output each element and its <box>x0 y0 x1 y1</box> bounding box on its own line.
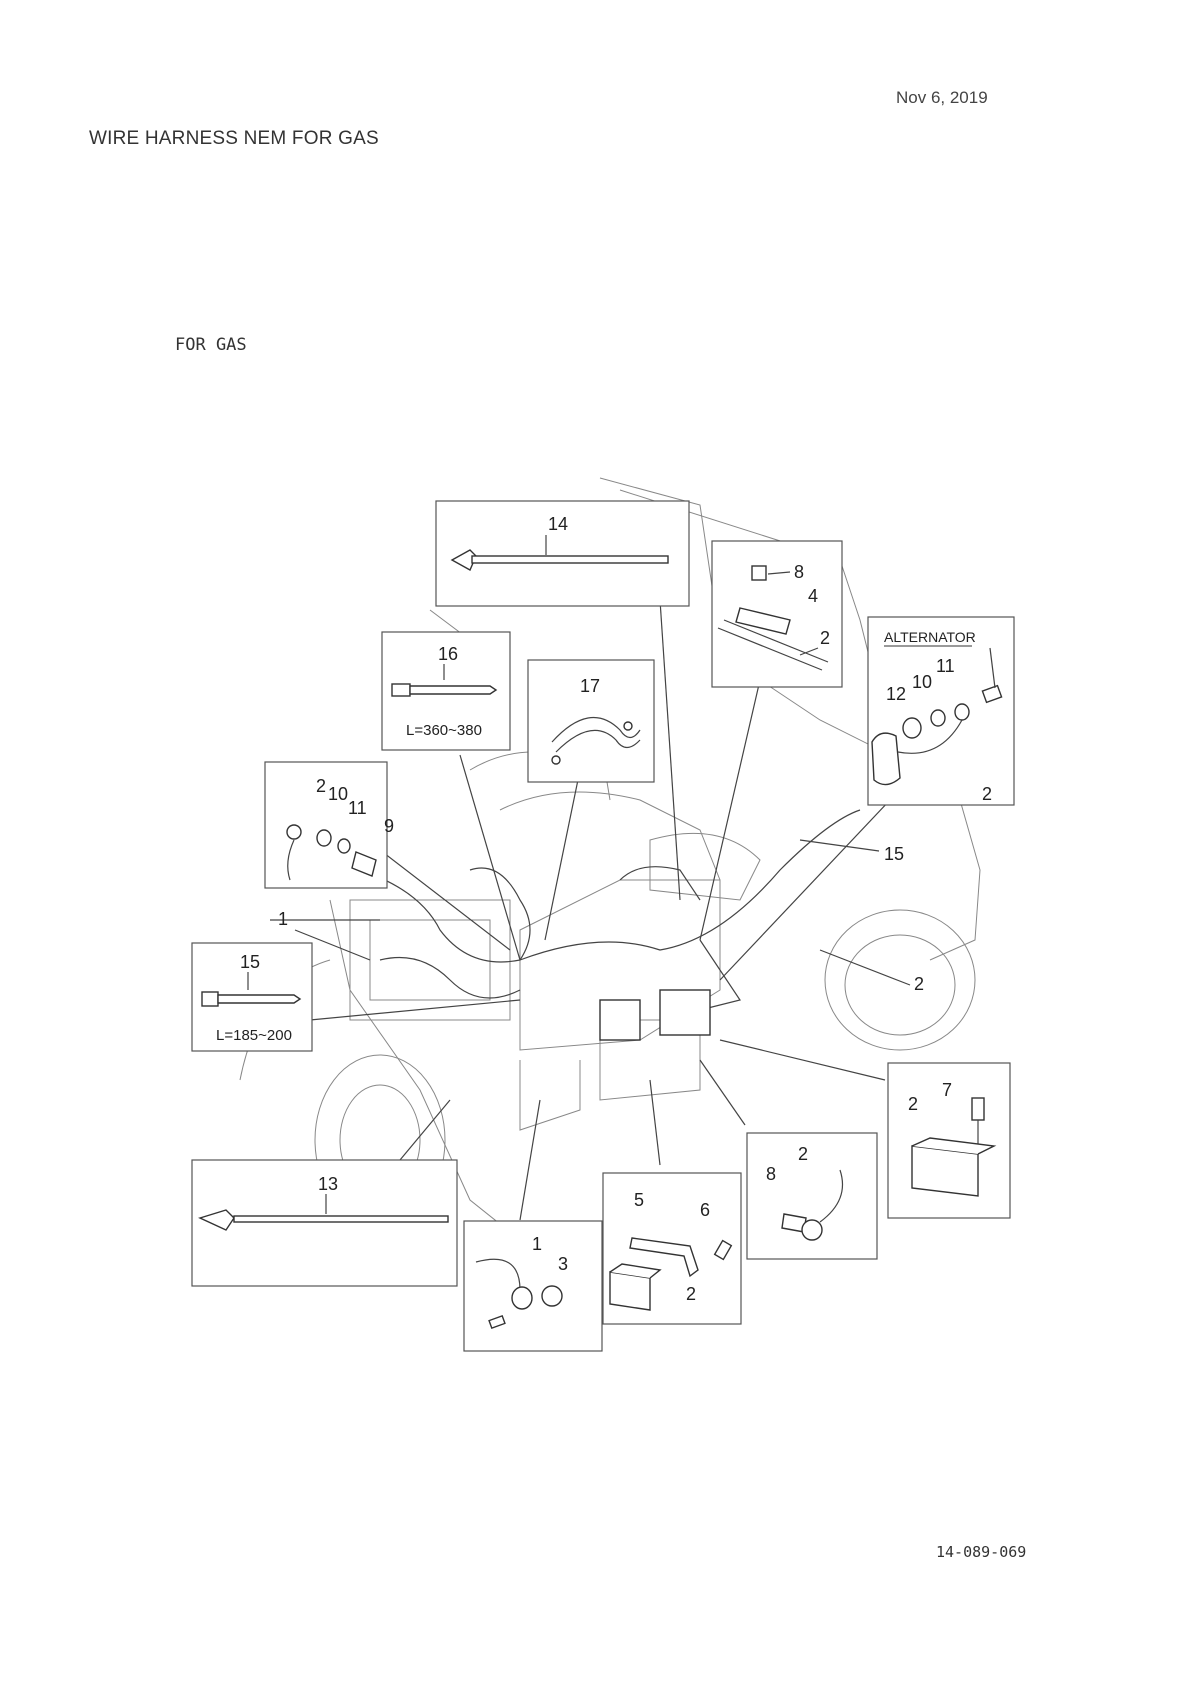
callout-label: 8 <box>794 562 804 582</box>
callout-label: 2 <box>798 1144 808 1164</box>
callout-label: 15 <box>240 952 260 972</box>
callout-label: 11 <box>936 656 955 676</box>
callout-label: 9 <box>384 816 394 836</box>
callout-box-13: 13 <box>191 1159 458 1287</box>
alternator-label: ALTERNATOR <box>884 629 976 645</box>
page-title: WIRE HARNESS NEM FOR GAS <box>89 128 379 149</box>
print-date: Nov 6, 2019 <box>896 88 988 107</box>
tie-length-label: L=185~200 <box>216 1027 292 1044</box>
callout-box-5-6-2-bottom: 5 6 2 <box>602 1172 742 1325</box>
callout-box-14: 14 <box>435 500 690 607</box>
callout-box-15-left: 15 L=185~200 <box>191 942 313 1052</box>
callout-label: 11 <box>348 798 367 818</box>
callout-box-alternator: ALTERNATOR 12 10 11 2 <box>867 616 1015 806</box>
callout-box-2-10-11-9-left: 2 10 11 9 <box>264 761 394 889</box>
callout-label: 14 <box>548 514 568 534</box>
callout-label: 2 <box>908 1094 918 1114</box>
callout-label: 7 <box>942 1080 952 1100</box>
document-number: 14-089-069 <box>936 1543 1027 1561</box>
callout-box-17: 17 <box>527 659 655 783</box>
callout-label: 17 <box>580 676 600 696</box>
callout-label: 2 <box>316 776 326 796</box>
callout-label: 2 <box>686 1284 696 1304</box>
callout-label: 10 <box>912 672 932 692</box>
callout-box-1-3-bottom: 1 3 <box>463 1220 603 1352</box>
callout-label: 3 <box>558 1254 568 1274</box>
callout-label: 6 <box>700 1200 710 1220</box>
callout-box-7-2: 7 2 <box>887 1062 1011 1219</box>
callout-label: 2 <box>914 974 924 994</box>
callout-label: 1 <box>278 909 288 929</box>
callout-label: 8 <box>766 1164 776 1184</box>
callout-box-8-4-2: 8 4 2 <box>711 540 843 688</box>
tie-length-label: L=360~380 <box>406 722 482 739</box>
callout-label: 15 <box>884 844 904 864</box>
callout-label: 5 <box>634 1190 644 1210</box>
section-subtitle: FOR GAS <box>175 335 247 355</box>
callout-label: 2 <box>982 784 992 804</box>
callout-label: 12 <box>886 684 906 704</box>
callout-label: 13 <box>318 1174 338 1194</box>
callout-label: 10 <box>328 784 348 804</box>
callout-label: 1 <box>532 1234 542 1254</box>
callout-box-8-2-bottom: 8 2 <box>746 1132 878 1260</box>
leader-lines <box>270 599 911 1221</box>
callout-label: 4 <box>808 586 818 606</box>
callout-label: 2 <box>820 628 830 648</box>
callout-label: 16 <box>438 644 458 664</box>
callout-box-16: 16 L=360~380 <box>381 631 511 751</box>
